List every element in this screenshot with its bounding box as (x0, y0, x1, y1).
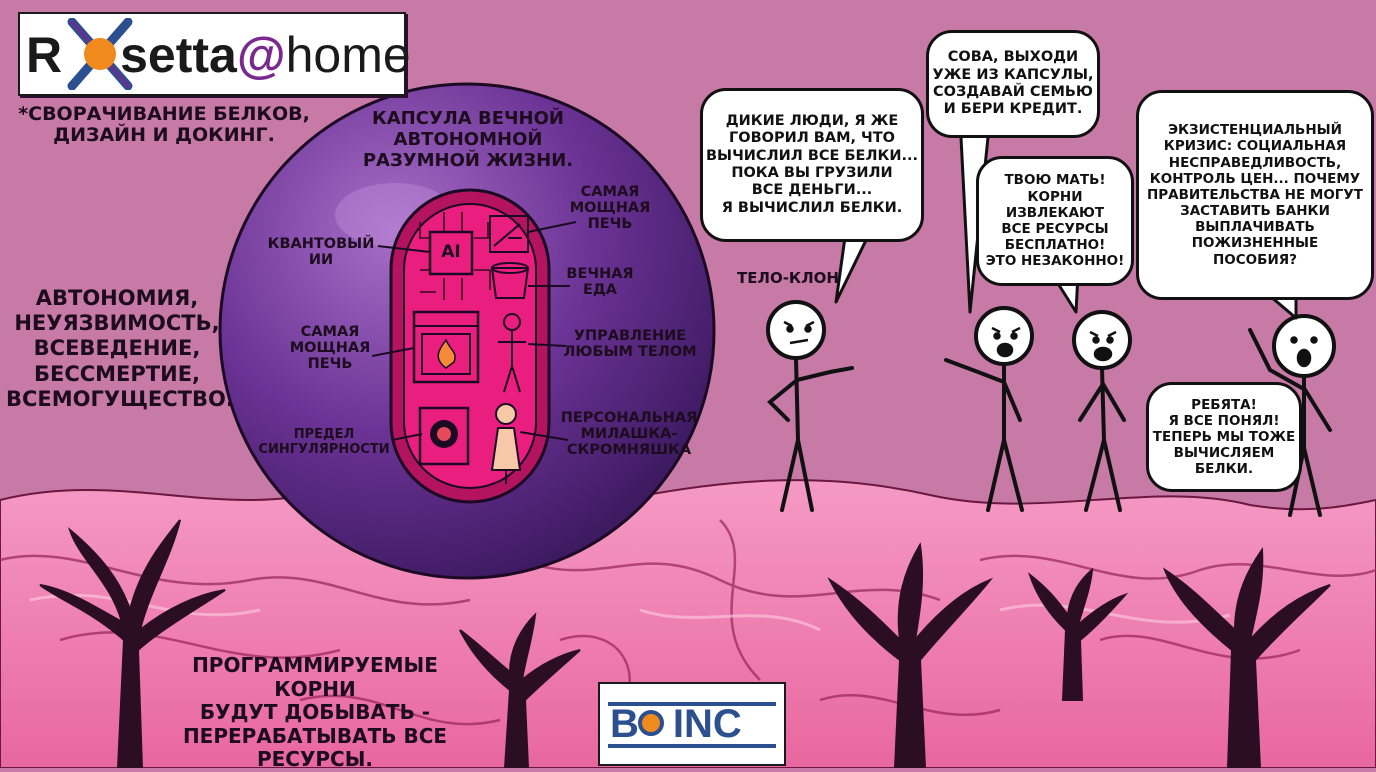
speech-bubble-crisis: ЭКЗИСТЕНЦИАЛЬНЫЙ КРИЗИС: СОЦИАЛЬНАЯ НЕСП… (1136, 90, 1374, 300)
label-cutie: ПЕРСОНАЛЬНАЯ МИЛАШКА- СКРОМНЯШКА (560, 410, 698, 459)
speech-text-mother: ТВОЮ МАТЬ! КОРНИ ИЗВЛЕКАЮТ ВСЕ РЕСУРСЫ Б… (985, 172, 1125, 270)
rosetta-letter-r: R (26, 27, 63, 83)
boinc-top-rule (608, 702, 776, 706)
powers-list: АВТОНОМИЯ, НЕУЯЗВИМОСТЬ, ВСЕВЕДЕНИЕ, БЕС… (6, 286, 234, 411)
rosetta-letters: setta (120, 27, 237, 83)
roots-caption: ПРОГРАММИРУЕМЫЕ КОРНИ БУДУТ ДОБЫВАТЬ - П… (182, 653, 448, 772)
label-body-control: УПРАВЛЕНИЕ ЛЮБЫМ ТЕЛОМ (563, 328, 697, 361)
label-quantum-ai: КВАНТОВЫЙ ИИ (267, 236, 375, 269)
speech-bubble-wild-people: ДИКИЕ ЛЮДИ, Я ЖЕ ГОВОРИЛ ВАМ, ЧТО ВЫЧИСЛ… (700, 88, 924, 242)
label-eternal-food: ВЕЧНАЯ ЕДА (566, 266, 634, 299)
clone-body-label: ТЕЛО-КЛОН (737, 269, 839, 287)
label-oven-top: САМАЯ МОЩНАЯ ПЕЧЬ (569, 184, 651, 233)
protein-folding-note: *СВОРАЧИВАНИЕ БЕЛКОВ, ДИЗАЙН И ДОКИНГ. (18, 103, 310, 147)
boinc-bottom-rule (608, 744, 776, 748)
label-singularity: ПРЕДЕЛ СИНГУЛЯРНОСТИ (258, 427, 390, 457)
capsule-title: КАПСУЛА ВЕЧНОЙ АВТОНОМНОЙ РАЗУМНОЙ ЖИЗНИ… (362, 108, 574, 172)
speech-bubble-owl: СОВА, ВЫХОДИ УЖЕ ИЗ КАПСУЛЫ, СОЗДАВАЙ СЕ… (926, 30, 1100, 138)
speech-text-owl: СОВА, ВЫХОДИ УЖЕ ИЗ КАПСУЛЫ, СОЗДАВАЙ СЕ… (932, 49, 1094, 118)
boinc-logo: B INC (598, 682, 786, 766)
label-oven-left: САМАЯ МОЩНАЯ ПЕЧЬ (289, 324, 371, 373)
ai-chip-label: AI (441, 242, 461, 262)
rosetta-x-emblem-icon (67, 18, 133, 90)
speech-bubble-guys: РЕБЯТА! Я ВСЕ ПОНЯЛ! ТЕПЕРЬ МЫ ТОЖЕ ВЫЧИ… (1146, 382, 1302, 492)
boinc-o-icon (638, 710, 664, 736)
rosetta-home: home (285, 27, 411, 83)
boinc-letters: INC (672, 702, 742, 746)
rosetta-at: @ (236, 27, 286, 83)
speech-text-guys: РЕБЯТА! Я ВСЕ ПОНЯЛ! ТЕПЕРЬ МЫ ТОЖЕ ВЫЧИ… (1152, 396, 1296, 478)
speech-text-wild-people: ДИКИЕ ЛЮДИ, Я ЖЕ ГОВОРИЛ ВАМ, ЧТО ВЫЧИСЛ… (706, 112, 918, 216)
boinc-letter-b: B (610, 702, 639, 746)
speech-text-crisis: ЭКЗИСТЕНЦИАЛЬНЫЙ КРИЗИС: СОЦИАЛЬНАЯ НЕСП… (1146, 122, 1364, 268)
speech-bubble-mother: ТВОЮ МАТЬ! КОРНИ ИЗВЛЕКАЮТ ВСЕ РЕСУРСЫ Б… (976, 156, 1134, 286)
